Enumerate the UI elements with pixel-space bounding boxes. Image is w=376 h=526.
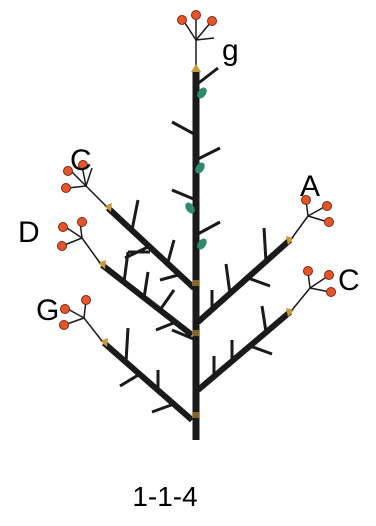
label-upper-left: C bbox=[70, 144, 92, 177]
trunk-leaf-buds bbox=[185, 87, 207, 250]
trunk-nodes bbox=[192, 280, 200, 418]
branch-left-lower bbox=[59, 295, 194, 423]
branch-left-middle bbox=[57, 217, 194, 338]
label-upper-right: A bbox=[300, 170, 320, 203]
figure-caption: 1-1-4 bbox=[132, 481, 197, 512]
label-lower-right: C bbox=[338, 264, 360, 297]
berry-cluster-top bbox=[177, 10, 217, 72]
label-top: g bbox=[222, 34, 239, 67]
branch-right-lower bbox=[196, 266, 336, 393]
branch-right-upper bbox=[196, 195, 334, 325]
label-middle-left: D bbox=[18, 216, 40, 249]
label-lower-left: G bbox=[36, 294, 59, 327]
trunk-spurs bbox=[171, 66, 221, 342]
